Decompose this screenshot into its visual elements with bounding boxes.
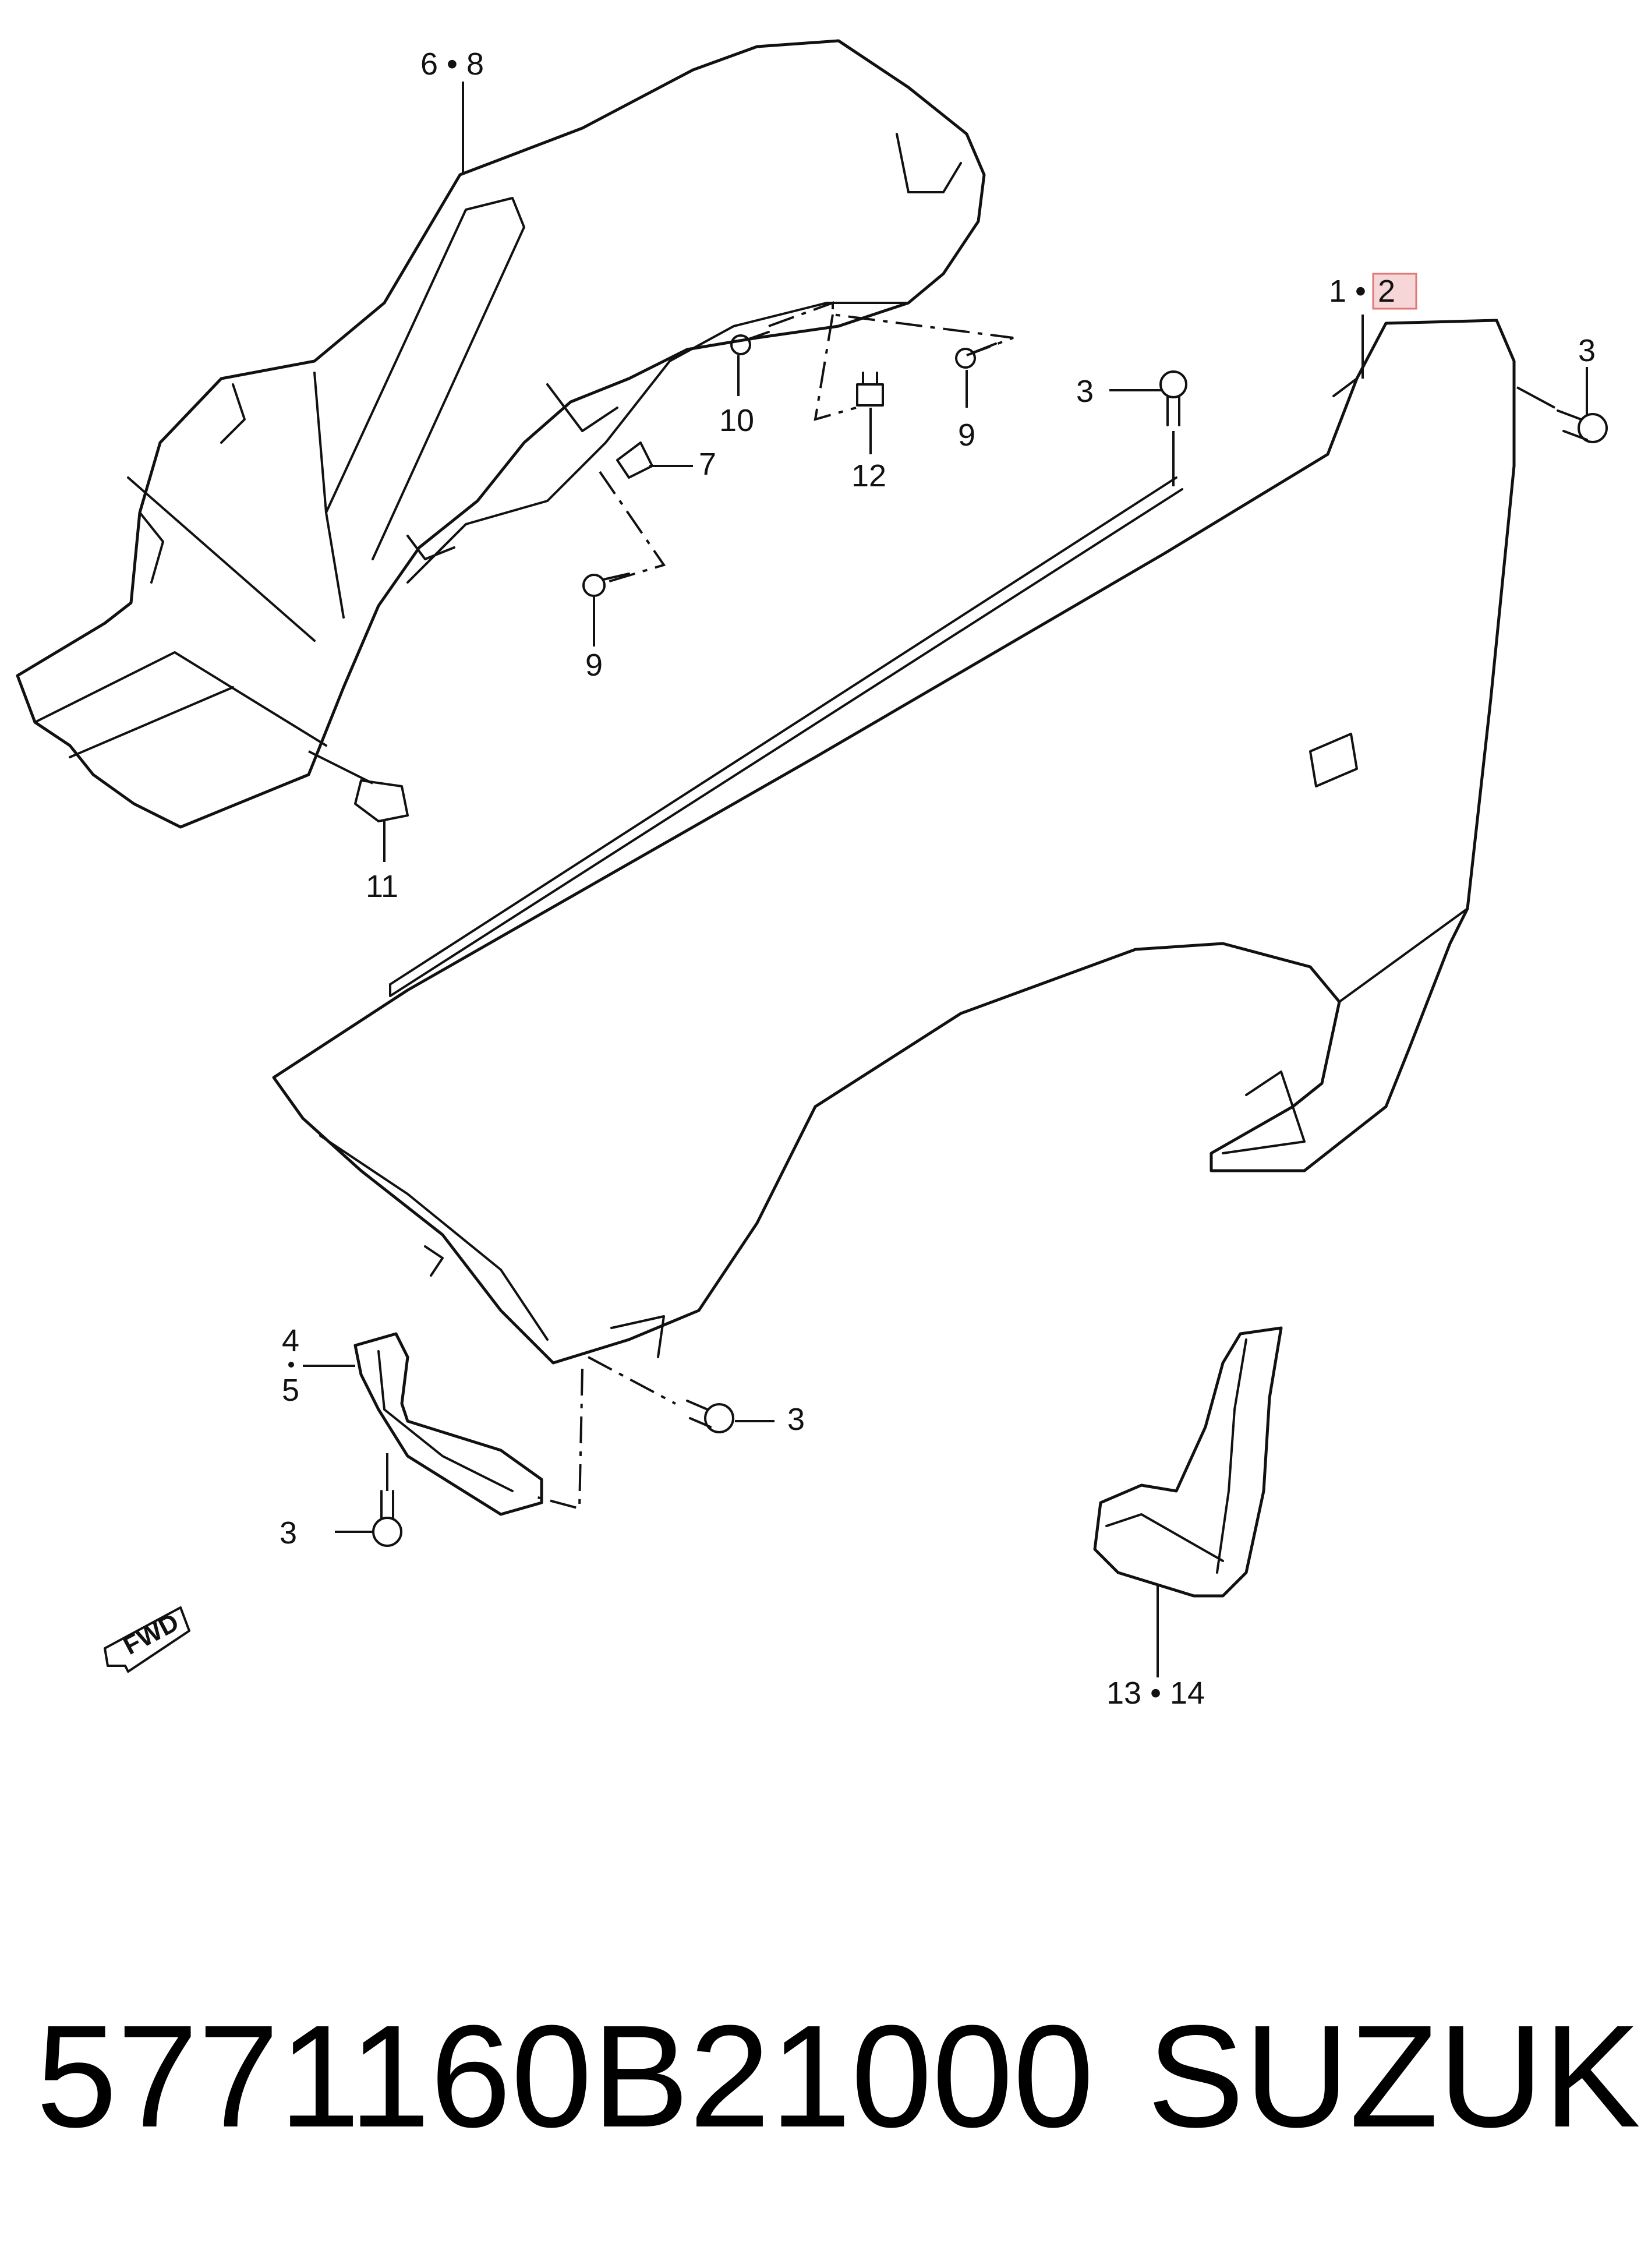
fastener-nut-7 — [616, 441, 653, 479]
mud-flap-part — [1093, 1326, 1283, 1598]
callout-4-5-dot — [288, 1362, 294, 1368]
fastener-bolt-3-right — [1557, 409, 1608, 443]
part-number: 5771160B21000 — [36, 1995, 1094, 2157]
callout-3-right: 3 — [1578, 333, 1596, 368]
fastener-bolt-3-top — [1159, 370, 1187, 426]
forward-direction-arrow: FWD — [104, 1606, 190, 1673]
callout-3-top: 3 — [1076, 374, 1094, 409]
callout-3-low: 3 — [280, 1515, 297, 1550]
callout-9-upper: 9 — [958, 418, 975, 453]
fastener-screw-10 — [730, 331, 770, 355]
callout-10: 10 — [719, 403, 754, 438]
callout-7: 7 — [699, 447, 716, 482]
bracket-part — [353, 1332, 543, 1516]
footer-caption — [0, 1893, 1648, 2268]
brand-name: SUZUKI — [1147, 1995, 1648, 2157]
front-fender-part — [272, 319, 1516, 1365]
fastener-bolt-3-mid — [686, 1400, 734, 1433]
callout-11: 11 — [366, 869, 398, 904]
callout-6-8: 6 • 8 — [420, 47, 484, 82]
callout-5: 5 — [282, 1373, 299, 1408]
mount-dash-lines — [535, 301, 1014, 1510]
callout-1: 1 • — [1329, 274, 1366, 309]
callout-13-14: 13 • 14 — [1106, 1676, 1205, 1711]
leader-lines — [303, 82, 1588, 1677]
fwd-label: FWD — [119, 1608, 183, 1661]
fender-liner-part — [16, 39, 986, 829]
callout-9-lower: 9 — [585, 648, 603, 683]
callout-4: 4 — [282, 1323, 299, 1358]
fastener-bolt-3-low — [372, 1490, 402, 1547]
fastener-clip-12 — [856, 372, 884, 407]
fastener-clip-11 — [354, 779, 409, 822]
callout-3-mid: 3 — [787, 1402, 805, 1437]
callout-2-highlighted: 2 — [1378, 274, 1395, 309]
parts-diagram: 6 • 8 1 • 2 3 3 3 3 4 5 7 9 9 10 11 12 1… — [16, 39, 1608, 1711]
fastener-screw-9-lower — [582, 573, 630, 597]
callout-2-highlight-box — [1372, 273, 1417, 310]
callout-12: 12 — [851, 458, 886, 493]
